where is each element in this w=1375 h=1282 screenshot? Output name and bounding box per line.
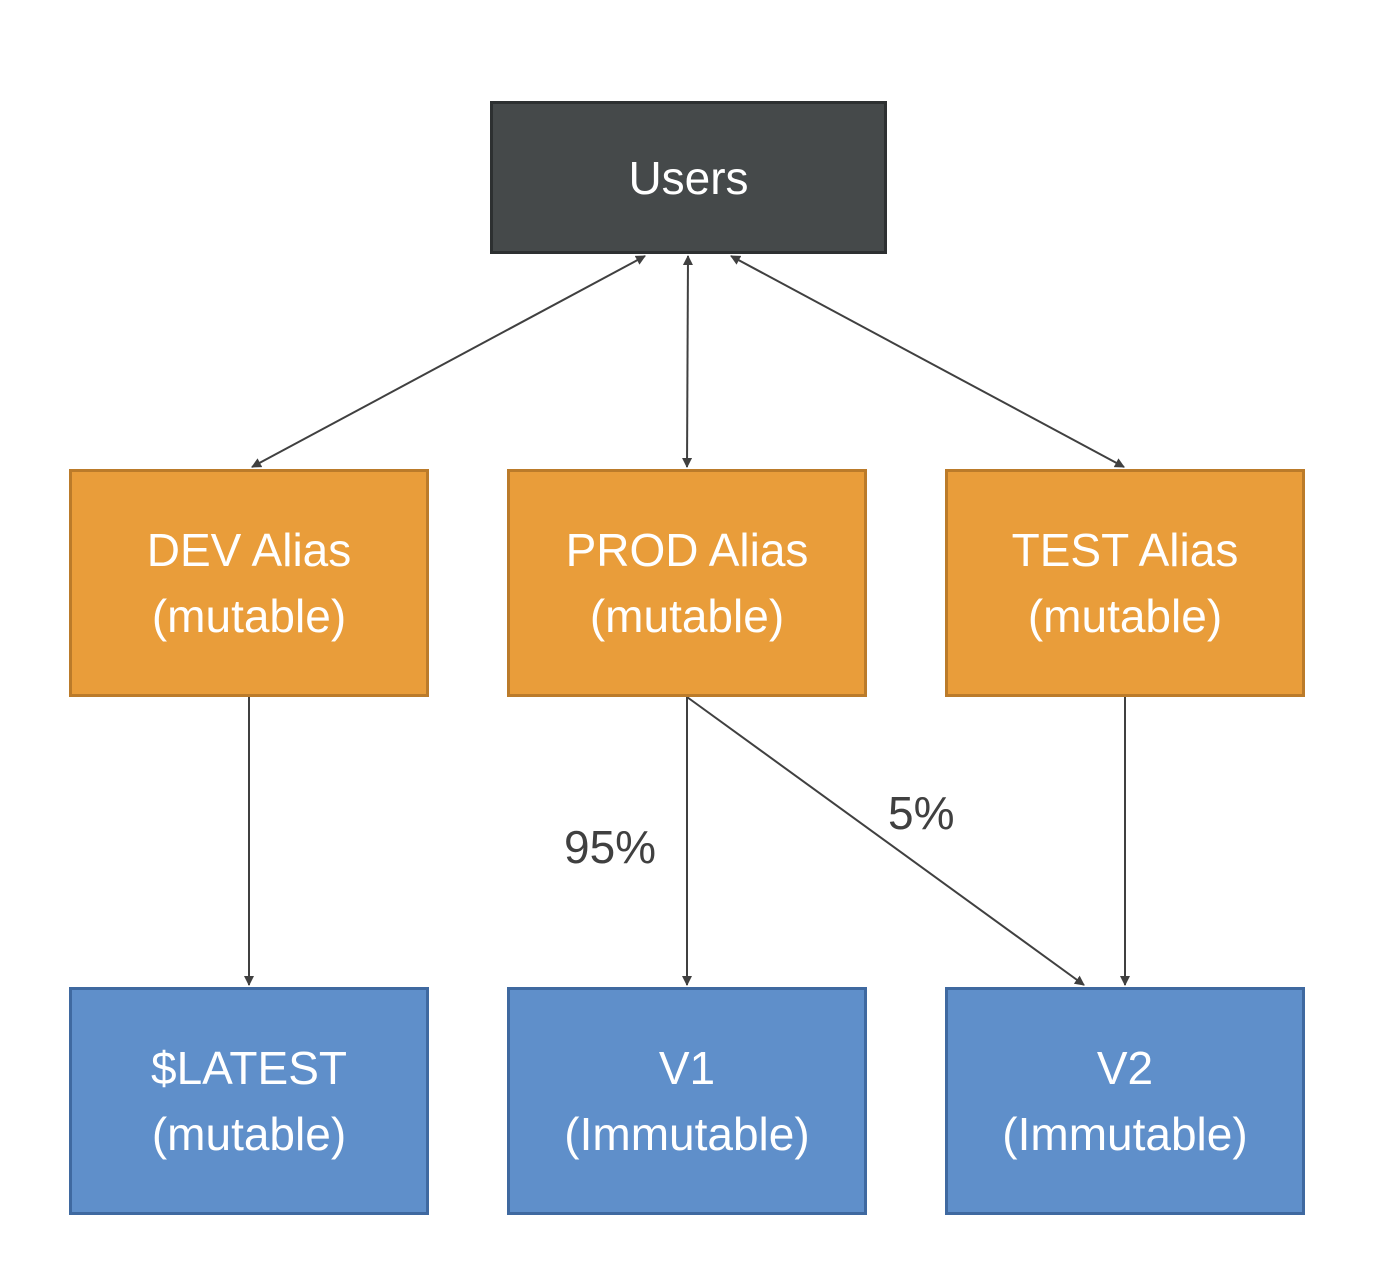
test-alias-title: TEST Alias — [1011, 524, 1239, 576]
users-node: Users — [490, 101, 887, 254]
v1-version-title: V1 — [658, 1042, 716, 1094]
users-label: Users — [628, 151, 749, 204]
edge-prod-v2 — [686, 696, 1085, 986]
dev-alias-subtitle: (mutable) — [151, 590, 347, 642]
prod-alias-title: PROD Alias — [565, 524, 809, 576]
latest-version-node: $LATEST (mutable) — [69, 987, 429, 1215]
dev-alias-title: DEV Alias — [146, 524, 352, 576]
edge-users-prod — [682, 255, 693, 468]
edge-users-dev — [251, 255, 646, 468]
v2-version-subtitle: (Immutable) — [1002, 1108, 1248, 1160]
latest-version-title: $LATEST — [151, 1042, 347, 1094]
dev-alias-node: DEV Alias (mutable) — [69, 469, 429, 697]
v1-version-subtitle: (Immutable) — [564, 1108, 810, 1160]
edge-users-test — [730, 255, 1125, 468]
latest-version-subtitle: (mutable) — [151, 1108, 347, 1160]
v2-version-title: V2 — [1096, 1042, 1154, 1094]
test-alias-node: TEST Alias (mutable) — [945, 469, 1305, 697]
prod-alias-node: PROD Alias (mutable) — [507, 469, 867, 697]
traffic-weight-v1-label: 95% — [564, 821, 657, 873]
v1-version-node: V1 (Immutable) — [507, 987, 867, 1215]
traffic-weight-v2-label: 5% — [888, 787, 955, 839]
test-alias-subtitle: (mutable) — [1027, 590, 1223, 642]
prod-alias-subtitle: (mutable) — [589, 590, 785, 642]
v2-version-node: V2 (Immutable) — [945, 987, 1305, 1215]
